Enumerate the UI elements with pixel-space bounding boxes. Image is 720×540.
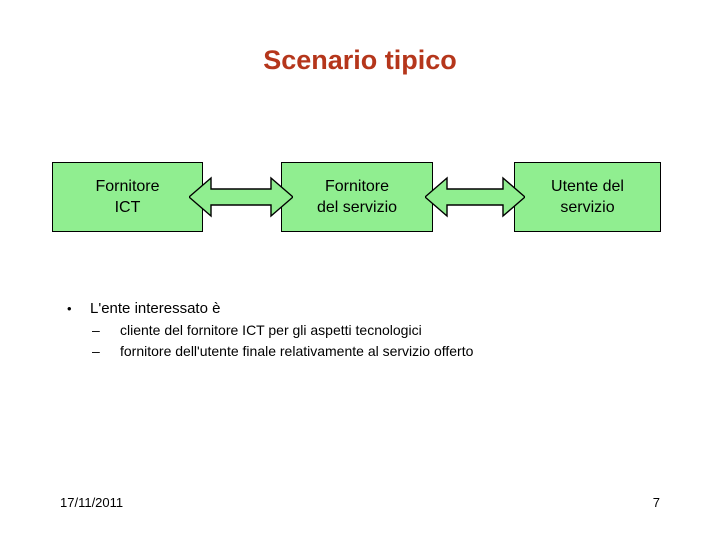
- dash-marker-icon: –: [92, 343, 100, 359]
- double-arrow-icon-connector-1[interactable]: [187, 173, 295, 221]
- bullet-item-level2: – fornitore dell'utente finale relativam…: [60, 341, 680, 362]
- bullet-item-level1: • L'ente interessato è: [60, 298, 680, 320]
- dash-marker-icon: –: [92, 322, 100, 338]
- footer-page-number: 7: [652, 495, 660, 510]
- bullet-text: fornitore dell'utente finale relativamen…: [120, 343, 474, 359]
- bullet-text: L'ente interessato è: [90, 300, 221, 317]
- diagram-node-label: Utente del servizio: [551, 178, 624, 216]
- diagram-node-utente-del-servizio[interactable]: Utente del servizio: [514, 162, 661, 232]
- diagram-node-fornitore-del-servizio[interactable]: Fornitore del servizio: [281, 162, 433, 232]
- bullet-item-level2: – cliente del fornitore ICT per gli aspe…: [60, 320, 680, 341]
- bullet-text: cliente del fornitore ICT per gli aspett…: [120, 322, 422, 338]
- diagram-node-label: Fornitore ICT: [95, 178, 160, 216]
- double-arrow-icon: [423, 176, 527, 218]
- bullet-marker-icon: •: [67, 301, 72, 316]
- footer-date: 17/11/2011: [60, 495, 124, 510]
- bullet-list: • L'ente interessato è – cliente del for…: [60, 298, 680, 362]
- double-arrow-icon: [187, 176, 295, 218]
- double-arrow-icon-connector-2[interactable]: [423, 173, 527, 221]
- diagram-node-fornitore-ict[interactable]: Fornitore ICT: [52, 162, 203, 232]
- diagram-node-label: Fornitore del servizio: [316, 178, 398, 216]
- page-title: Scenario tipico: [263, 45, 457, 75]
